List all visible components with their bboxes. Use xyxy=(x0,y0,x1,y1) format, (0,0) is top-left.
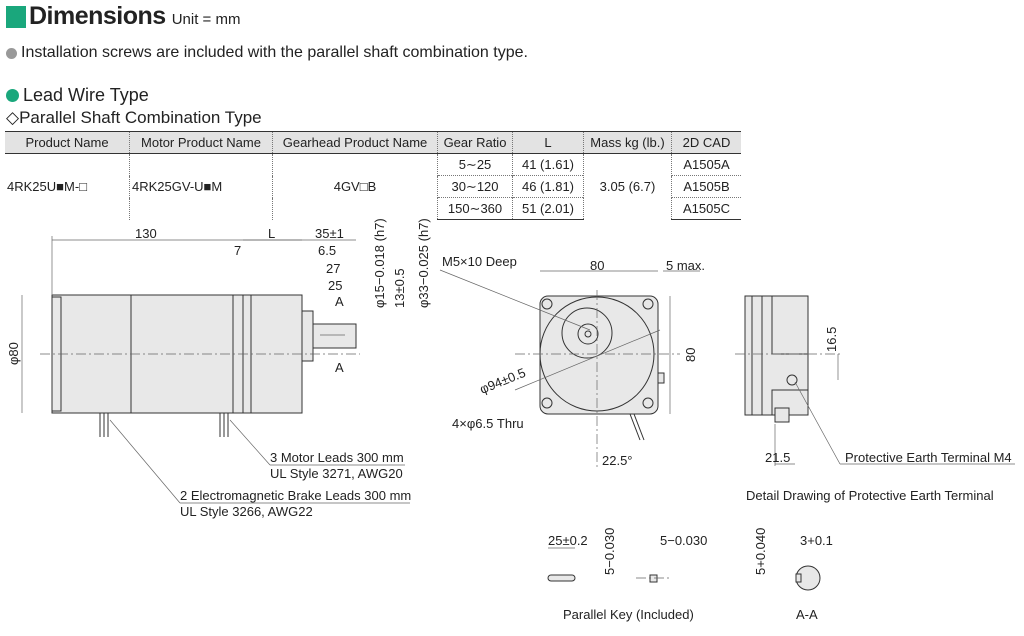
dim-25: 25 xyxy=(328,278,342,293)
bullet-icon xyxy=(6,47,17,59)
col-product: Product Name xyxy=(5,131,130,154)
length: 46 (1.81) xyxy=(512,175,584,198)
col-cad: 2D CAD xyxy=(671,131,741,154)
cad-link[interactable]: A1505C xyxy=(671,197,741,220)
col-gearhead: Gearhead Product Name xyxy=(272,131,438,154)
title-text: Dimensions xyxy=(29,2,166,30)
motor-leads-spec: UL Style 3271, AWG20 xyxy=(270,466,403,481)
dim-7: 7 xyxy=(234,243,241,258)
key-height: 5−0.030 xyxy=(602,528,617,575)
gear-ratio: 150∼360 xyxy=(437,197,513,220)
detail-caption: Detail Drawing of Protective Earth Termi… xyxy=(746,488,994,503)
dim-phi80: φ80 xyxy=(6,342,21,365)
section-mark-A: A xyxy=(335,360,344,375)
page-title: Dimensions Unit = mm xyxy=(6,2,241,30)
cad-link[interactable]: A1505B xyxy=(671,175,741,198)
dim-130: 130 xyxy=(135,226,157,241)
unit-label: Unit = mm xyxy=(171,11,241,28)
table-header: Product Name Motor Product Name Gearhead… xyxy=(5,131,741,154)
gear-ratio: 30∼120 xyxy=(437,175,513,198)
motor-leads-label: 3 Motor Leads 300 mm xyxy=(270,450,404,465)
gearhead-name: 4GV□B xyxy=(272,153,438,220)
product-name: 4RK25U■M-□ xyxy=(5,153,130,220)
dim-L: L xyxy=(268,226,275,241)
parallel-key: 25±0.2 5−0.030 5−0.030 Parallel Key (Inc… xyxy=(547,528,707,622)
col-mass: Mass kg (lb.) xyxy=(583,131,672,154)
dim-5max: 5 max. xyxy=(666,258,705,273)
side-view: 130 L 35±1 7 6.5 27 25 A A φ80 φ15−0.018… xyxy=(6,218,431,519)
brake-leads-spec: UL Style 3266, AWG22 xyxy=(180,504,313,519)
note: Installation screws are included with th… xyxy=(6,44,528,62)
brake-leads-label: 2 Electromagnetic Brake Leads 300 mm xyxy=(180,488,411,503)
dim-6-5: 6.5 xyxy=(318,243,336,258)
aa-height: 5+0.040 xyxy=(753,528,768,575)
dim-pilot: φ33−0.025 (h7) xyxy=(416,218,431,308)
subsection-heading: ◇Parallel Shaft Combination Type xyxy=(6,108,262,127)
table-row: 4RK25U■M-□ 4RK25GV-U■M 4GV□B 5∼25 41 (1.… xyxy=(5,153,741,220)
angle-label: 22.5° xyxy=(602,453,633,468)
title-marker-icon xyxy=(6,6,26,28)
dim-shaft: φ15−0.018 (h7) xyxy=(372,218,387,308)
dim-pcd: φ94±0.5 xyxy=(478,365,528,397)
spec-table: Product Name Motor Product Name Gearhead… xyxy=(5,131,741,220)
dim-35: 35±1 xyxy=(315,226,344,241)
key-width: 5−0.030 xyxy=(660,533,707,548)
cad-link[interactable]: A1505A xyxy=(671,153,741,176)
table-row: 30∼120 46 (1.81) A1505B xyxy=(5,175,741,198)
pe-terminal-label: Protective Earth Terminal M4 xyxy=(845,450,1012,465)
front-view: M5×10 Deep 80 5 max. 80 φ94±0.5 4×φ6.5 T… xyxy=(439,254,705,470)
holes-label: 4×φ6.5 Thru xyxy=(452,416,524,431)
col-motor: Motor Product Name xyxy=(129,131,273,154)
aa-caption: A-A xyxy=(796,607,818,622)
dim-21-5: 21.5 xyxy=(765,450,790,465)
section-mark-A: A xyxy=(335,294,344,309)
bullet-icon xyxy=(6,89,19,102)
aa-depth: 3+0.1 xyxy=(800,533,833,548)
dim-width-80: 80 xyxy=(590,258,604,273)
tap-label: M5×10 Deep xyxy=(442,254,517,269)
key-length: 25±0.2 xyxy=(548,533,588,548)
dim-16-5: 16.5 xyxy=(824,327,839,352)
length: 41 (1.61) xyxy=(512,153,584,176)
length: 51 (2.01) xyxy=(512,197,584,220)
gear-ratio: 5∼25 xyxy=(437,153,513,176)
dim-height-80: 80 xyxy=(683,348,698,362)
motor-name: 4RK25GV-U■M xyxy=(129,153,273,220)
table-row: 150∼360 51 (2.01) A1505C xyxy=(5,197,741,220)
earth-terminal-detail: 16.5 21.5 Protective Earth Terminal M4 D… xyxy=(735,295,1015,503)
section-text: Lead Wire Type xyxy=(23,85,149,105)
dim-key-height: 13±0.5 xyxy=(392,268,407,308)
key-caption: Parallel Key (Included) xyxy=(563,607,694,622)
col-ratio: Gear Ratio xyxy=(437,131,513,154)
section-aa: 5+0.040 3+0.1 A-A xyxy=(753,528,833,622)
note-text: Installation screws are included with th… xyxy=(21,44,528,61)
section-heading: Lead Wire Type xyxy=(6,85,149,106)
dim-27: 27 xyxy=(326,261,340,276)
mass: 3.05 (6.7) xyxy=(583,153,672,220)
